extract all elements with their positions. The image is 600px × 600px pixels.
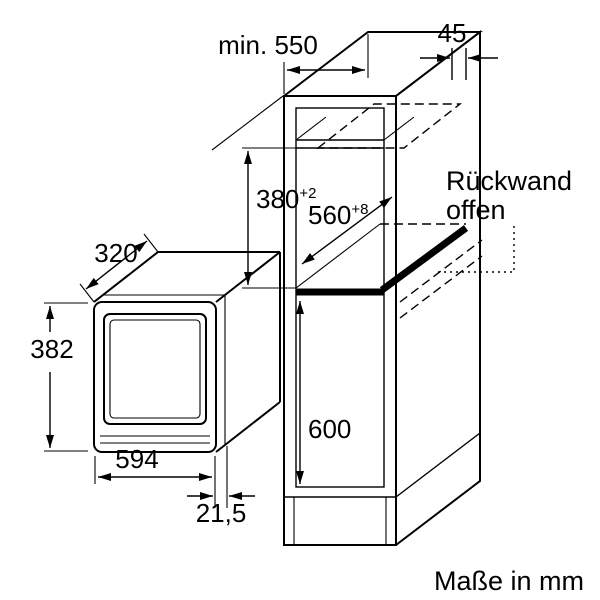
appliance-height-label: 382: [30, 334, 73, 364]
appliance-depth-label: 320: [94, 238, 137, 268]
open-back-lower-dashed-1: [399, 239, 483, 303]
dimension-door-protrusion: 21,5: [187, 446, 255, 528]
cabinet-side-face: [395, 29, 481, 546]
niche-top-shelf-depth-left: [295, 116, 327, 141]
microwave-drawing: [93, 251, 281, 453]
min-depth-label: min. 550: [218, 30, 318, 60]
microwave-door-window: [103, 313, 207, 425]
cabinet-front-opening: [295, 107, 385, 488]
dimension-niche-width: 560+8: [301, 196, 393, 265]
shelf-right-edge: [379, 225, 469, 293]
dim-arrow: [301, 196, 393, 265]
ext-line: [143, 233, 159, 253]
lower-compartment-label: 600: [308, 414, 351, 444]
microwave-bottom-right-edge: [215, 401, 281, 453]
rear-gap-label: 45: [438, 18, 467, 48]
back-wall-note: Rückwand offen: [446, 166, 572, 225]
open-back-lower-dashed-2: [399, 255, 483, 319]
microwave-front: [93, 301, 217, 453]
cabinet-front-face: [283, 95, 397, 546]
dimension-min-depth: min. 550: [211, 30, 369, 151]
ext-line: [79, 283, 95, 303]
units-note: Maße in mm: [434, 566, 584, 596]
door-protrusion-label: 21,5: [196, 498, 247, 528]
dimension-appliance-height: 382: [30, 302, 88, 452]
back-note-leader: [438, 226, 515, 273]
dim-arrow: [85, 240, 148, 290]
niche-top-shelf-depth-right: [383, 116, 415, 141]
open-back-upper-dashed: [315, 103, 463, 149]
back-note-line2: offen: [446, 195, 506, 225]
niche-width-label: 560+8: [308, 200, 369, 230]
cabinet-drawing: [283, 29, 515, 546]
appliance-width-label: 594: [115, 444, 158, 474]
dimension-appliance-width: 594: [94, 444, 216, 508]
cabinet-side-bottom-edge: [395, 432, 481, 498]
dimension-lower-compartment: 600: [296, 301, 351, 484]
dimension-appliance-depth: 320: [79, 233, 159, 303]
back-note-line1: Rückwand: [446, 166, 572, 196]
microwave-door-glass: [109, 319, 201, 419]
depth-extension-line: [211, 95, 284, 151]
dimension-rear-gap: 45: [420, 18, 498, 80]
